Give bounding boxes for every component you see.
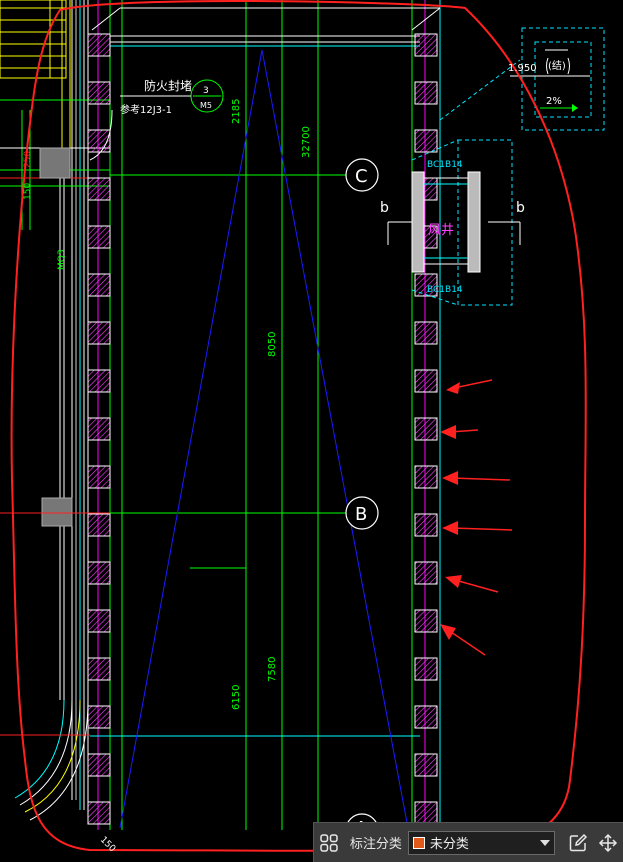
category-select-value: 未分类 — [429, 837, 469, 852]
wind-shaft — [387, 27, 605, 306]
dim-32700: 32700 — [301, 126, 312, 158]
corner-dim: 150 — [98, 835, 117, 854]
dim-150: 150 — [23, 183, 33, 200]
dim-8050: 8050 — [267, 332, 278, 357]
section-mark-left: b — [380, 200, 389, 216]
fire-wall-label: 防火封堵 — [144, 78, 192, 93]
dim-250: 250 — [23, 151, 33, 168]
move-icon[interactable] — [593, 828, 623, 858]
annotation-toolbar: 标注分类 未分类 — [313, 822, 623, 862]
category-select[interactable]: 未分类 — [407, 830, 556, 855]
grid-bubble-b — [345, 496, 379, 530]
dim-6150: 6150 — [231, 685, 242, 710]
cad-labels: 防火封堵 参考12J3-1 3 M5 2185 32700 8050 7580 … — [23, 59, 566, 854]
category-color-swatch — [412, 836, 425, 849]
slope-label: 2% — [546, 96, 562, 107]
grid-bubble-c — [345, 158, 379, 192]
grid-icon[interactable] — [314, 828, 344, 858]
grid-label-c: C — [355, 166, 368, 187]
reference-label: 参考12J3-1 — [120, 103, 172, 116]
slope-lines — [119, 49, 409, 829]
columns-right — [414, 33, 438, 825]
grid-lines — [0, 0, 441, 830]
beam-label-top: BC1B14 — [427, 160, 463, 170]
elevation-note: (结) — [548, 59, 566, 72]
dim-2185: 2185 — [231, 99, 242, 124]
mq3-label: MQ3 — [57, 249, 67, 270]
stair-structure — [0, 0, 71, 160]
section-mark-right: b — [516, 200, 525, 216]
dim-7580: 7580 — [267, 657, 278, 682]
shaft-label: 风井 — [428, 223, 454, 238]
grid-label-b: B — [355, 504, 367, 525]
elevation-label: 1.950 — [508, 63, 537, 74]
edit-icon[interactable] — [563, 828, 593, 858]
columns-left — [87, 33, 111, 825]
detail-number: 3 — [203, 86, 209, 96]
category-label: 标注分类 — [349, 837, 402, 852]
grid-bubbles — [89, 49, 570, 847]
detail-sheet: M5 — [200, 101, 212, 110]
chevron-down-icon — [540, 839, 551, 846]
left-walls — [0, 0, 110, 821]
beam-label-bottom: BC1B14 — [427, 285, 463, 295]
